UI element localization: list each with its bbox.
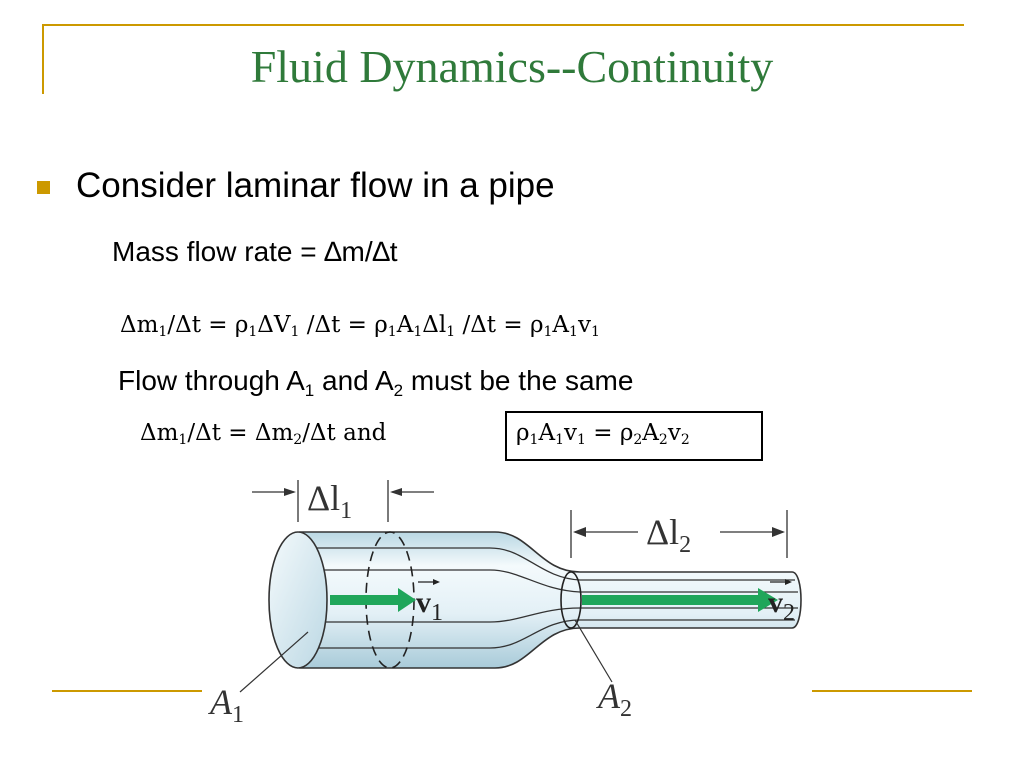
- equation-subscript: 1: [577, 432, 586, 448]
- equation-text: = ρ: [585, 420, 634, 446]
- equation-text: A: [552, 312, 570, 338]
- frame-bottom-right-line: [812, 690, 972, 692]
- a2-label: A2: [596, 676, 632, 722]
- equation-text: /Δt = ρ: [167, 312, 249, 338]
- equation-text: A: [642, 420, 659, 446]
- frame-top-line: [42, 24, 964, 26]
- equation-subscript: 1: [569, 324, 578, 340]
- bullet-square-icon: [37, 181, 50, 194]
- equation-text: ρ: [516, 420, 530, 446]
- equation-subscript: 1: [555, 432, 564, 448]
- equation-subscript: 1: [413, 324, 423, 340]
- equation-mass-equality: Δm1/Δt = Δm2/Δt and: [140, 420, 386, 448]
- mass-flow-rate-label: Mass flow rate = ∆m/∆t: [112, 236, 398, 267]
- equation-subscript: 2: [633, 432, 643, 448]
- equation-subscript: 2: [293, 432, 303, 448]
- pipe-body: [299, 531, 802, 669]
- delta-l2-label: Δl2: [646, 512, 691, 558]
- equation-subscript: 2: [680, 432, 690, 448]
- equation-text: Δm: [140, 420, 179, 446]
- continuity-equation-box: [505, 411, 763, 461]
- flow-statement: Flow through A1 and A2 must be the same: [118, 365, 634, 400]
- equation-text: /Δt = ρ: [299, 312, 388, 338]
- equation-text: /Δt = Δm: [187, 420, 294, 446]
- equation-text: Δm: [120, 312, 159, 338]
- equation-text: /Δt and: [302, 420, 387, 446]
- bullet-text: Consider laminar flow in a pipe: [76, 166, 555, 205]
- slide-title: Fluid Dynamics--Continuity: [250, 41, 774, 92]
- equation-text: /Δt = ρ: [455, 312, 544, 338]
- equation-text: Δl: [422, 312, 447, 338]
- equation-subscript: 1: [158, 324, 168, 340]
- cross-section-2: [560, 571, 582, 629]
- end-face-a1: [268, 531, 328, 669]
- v2-label: v2: [768, 586, 795, 626]
- delta-l1-label: Δl1: [307, 478, 352, 524]
- equation-text: A: [538, 420, 556, 446]
- equation-text: v: [667, 420, 681, 446]
- pipe-flow-diagram: Δl1 Δl2 v1 v2 A1 A2: [208, 478, 802, 728]
- equation-text: v: [564, 420, 577, 446]
- velocity-arrow-1: [330, 595, 400, 605]
- equation-text: A: [396, 312, 414, 338]
- v1-label: v1: [416, 586, 443, 626]
- equation-subscript: 1: [529, 432, 539, 448]
- a1-label: A1: [208, 682, 244, 728]
- equation-subscript: 1: [178, 432, 188, 448]
- equation-subscript: 1: [446, 324, 456, 340]
- equation-subscript: 1: [290, 324, 300, 340]
- equation-mass-flow: Δm1/Δt = ρ1ΔV1 /Δt = ρ1A1Δl1 /Δt = ρ1A1v…: [120, 312, 600, 340]
- equation-subscript: 1: [543, 324, 553, 340]
- velocity-arrow-2: [582, 595, 762, 605]
- equation-subscript: 1: [590, 324, 600, 340]
- equation-subscript: 2: [658, 432, 668, 448]
- equation-subscript: 1: [248, 324, 258, 340]
- frame-left-line: [42, 24, 44, 94]
- equation-text: v: [577, 312, 591, 338]
- equation-text: ΔV: [257, 312, 291, 338]
- equation-subscript: 1: [387, 324, 397, 340]
- equation-continuity: ρ1A1v1 = ρ2A2v2: [516, 420, 690, 448]
- frame-bottom-left-line: [52, 690, 202, 692]
